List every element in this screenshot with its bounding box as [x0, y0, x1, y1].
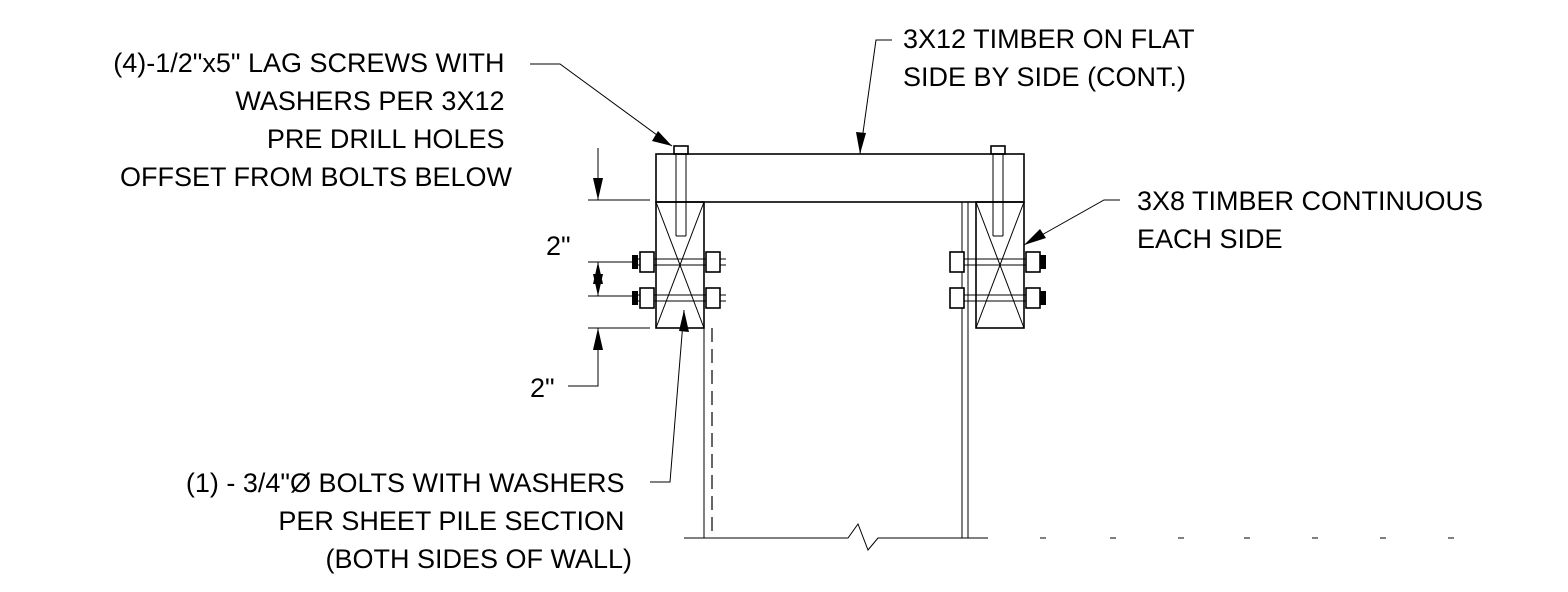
note-bolts: (1) - 3/4"Ø BOLTS WITH WASHERS PER SHEET…: [186, 468, 632, 574]
note-timber-3x12: 3X12 TIMBER ON FLAT SIDE BY SIDE (CONT.): [903, 24, 1202, 92]
note-bolts-line-1: (1) - 3/4"Ø BOLTS WITH WASHERS: [186, 468, 625, 498]
note-bolts-line-2: PER SHEET PILE SECTION: [278, 506, 624, 536]
lag-screw-left: [673, 145, 689, 237]
through-bolt-left-upper: [632, 251, 726, 273]
note-timber-3x8: 3X8 TIMBER CONTINUOUS EACH SIDE: [1137, 186, 1491, 254]
note-timber-3x12-line-2: SIDE BY SIDE (CONT.): [903, 62, 1186, 92]
leader-timber-3x8: [1023, 199, 1120, 246]
note-timber-3x8-line-2: EACH SIDE: [1137, 224, 1283, 254]
through-bolt-right-lower: [949, 287, 1046, 309]
through-bolt-left-lower: [632, 287, 726, 309]
leader-lag-screws: [530, 63, 673, 147]
dimension-top: [588, 148, 650, 296]
note-timber-3x8-line-1: 3X8 TIMBER CONTINUOUS: [1137, 186, 1483, 216]
note-timber-3x12-line-1: 3X12 TIMBER ON FLAT: [903, 24, 1194, 54]
dimension-bottom: [568, 295, 650, 387]
dimension-bottom-label: 2": [530, 373, 555, 403]
note-lag-screws-line-3: PRE DRILL HOLES: [267, 124, 505, 154]
note-lag-screws: (4)-1/2"x5" LAG SCREWS WITH WASHERS PER …: [113, 48, 512, 192]
sheet-pile-wall: [684, 202, 988, 551]
note-bolts-line-3: (BOTH SIDES OF WALL): [325, 544, 632, 574]
note-lag-screws-line-1: (4)-1/2"x5" LAG SCREWS WITH: [113, 48, 504, 78]
timber-3x12-cap: [655, 153, 1025, 203]
note-lag-screws-line-4: OFFSET FROM BOLTS BELOW: [120, 162, 513, 192]
note-lag-screws-line-2: WASHERS PER 3X12: [235, 86, 504, 116]
lag-screw-right: [990, 145, 1006, 237]
dimension-top-label: 2": [546, 231, 571, 261]
leader-timber-3x12: [856, 39, 892, 155]
through-bolt-right-upper: [949, 251, 1046, 273]
leader-bolts: [650, 309, 689, 483]
